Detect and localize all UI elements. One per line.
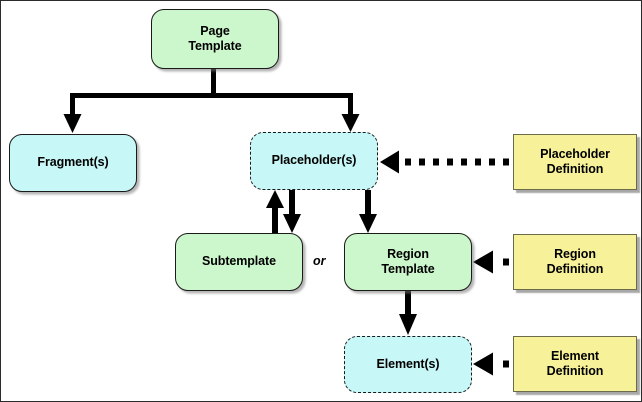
node-elements-label: Element(s) [376,356,440,371]
node-subtemplate[interactable]: Subtemplate [175,233,303,291]
edge-region-definition [473,250,509,274]
node-page-template[interactable]: Page Template [151,9,279,69]
node-elements[interactable]: Element(s) [344,336,472,393]
node-region-definition[interactable]: Region Definition [513,234,637,290]
node-element-definition-label: Element Definition [547,349,604,380]
node-placeholder-definition[interactable]: Placeholder Definition [513,134,637,190]
or-connector-label: or [313,254,326,268]
node-page-template-line1: Page [200,23,230,38]
edge-element-definition [473,352,509,376]
node-subtemplate-label: Subtemplate [202,254,276,269]
node-fragments-label: Fragment(s) [37,155,109,170]
node-placeholders-label: Placeholder(s) [271,153,357,168]
node-element-definition[interactable]: Element Definition [513,336,637,392]
edge-subtemplate-to-placeholders [266,190,284,233]
node-placeholders[interactable]: Placeholder(s) [250,132,378,190]
edge-placeholders-to-subtemplate [283,190,301,233]
node-element-definition-line2: Definition [546,364,604,378]
node-page-template-line2: Template [188,39,242,53]
node-placeholder-definition-line2: Definition [546,162,604,176]
node-region-template-line2: Template [381,262,435,276]
edge-placeholders-to-region-template [359,190,377,233]
node-region-definition-line1: Region [554,246,596,261]
node-placeholder-definition-line1: Placeholder [540,146,610,161]
node-page-template-label: Page Template [188,24,241,55]
node-placeholder-definition-label: Placeholder Definition [540,147,610,178]
edge-placeholder-definition [380,150,509,174]
node-region-template[interactable]: Region Template [344,233,472,291]
node-element-definition-line1: Element [551,348,599,363]
node-region-template-line1: Region [387,246,429,261]
node-fragments[interactable]: Fragment(s) [9,134,137,192]
node-region-definition-line2: Definition [546,262,604,276]
edge-region-template-to-elements [399,291,417,335]
node-region-definition-label: Region Definition [547,247,604,278]
edge-page-to-children [63,69,360,133]
node-region-template-label: Region Template [381,247,434,278]
